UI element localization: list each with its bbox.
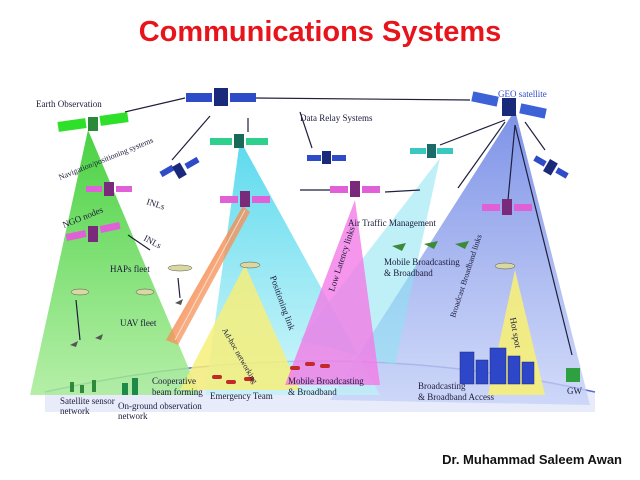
beam-ray: [174, 209, 246, 341]
gw-station: [566, 368, 580, 382]
green-beam: [30, 130, 200, 395]
label-on-ground-2: network: [118, 411, 148, 421]
relay-satellite-green: [210, 134, 268, 148]
label-satellite-sensor-2: network: [60, 406, 90, 416]
label-inls-2: INLs: [142, 233, 163, 251]
aircraft-group: [392, 241, 469, 251]
satellite-sensor-network: [70, 380, 96, 393]
label-broadcasting-access-1: Broadcasting: [418, 381, 466, 391]
slide-title: Communications Systems: [138, 16, 502, 48]
on-ground-observation: [122, 378, 138, 395]
label-air-traffic: Air Traffic Management: [348, 218, 436, 228]
label-broadcasting-access-2: & Broadband Access: [418, 392, 494, 402]
label-inls-1: INLs: [145, 196, 166, 211]
label-earth-observation: Earth Observation: [36, 99, 102, 109]
uav-group: [70, 261, 516, 296]
geo-satellite: [471, 91, 547, 119]
label-haps-fleet: HAPs fleet: [110, 264, 150, 274]
relay-satellite-far-right: [533, 155, 569, 179]
relay-satellite-right: [410, 144, 453, 158]
label-emergency-team: Emergency Team: [210, 391, 273, 401]
label-on-ground-1: On-ground observation: [118, 401, 202, 411]
label-mobile-bb-bottom-2: & Broadband: [288, 387, 337, 397]
cars: [212, 362, 330, 384]
relay-satellite-center: [307, 151, 346, 164]
label-uav-fleet: UAV fleet: [120, 318, 157, 328]
label-cooperative-2: beam forming: [152, 387, 203, 397]
ngo-node-satellite: [65, 221, 121, 242]
magenta-beam: [285, 200, 380, 385]
label-satellite-sensor-1: Satellite sensor: [60, 396, 115, 406]
air-traffic-satellite: [330, 181, 380, 197]
broadcast-satellite: [482, 199, 532, 215]
label-geo-satellite: GEO satellite: [498, 89, 547, 99]
label-mobile-bb-top-1: Mobile Broadcasting: [384, 257, 460, 267]
label-mobile-bb-top-2: & Broadband: [384, 268, 433, 278]
inl-satellite: [220, 191, 270, 207]
label-mobile-bb-bottom-1: Mobile Broadcasting: [288, 376, 364, 386]
author-credit: Dr. Muhammad Saleem Awan: [442, 452, 622, 467]
label-data-relay: Data Relay Systems: [300, 113, 373, 123]
link-arrows: [75, 97, 573, 356]
label-cooperative-1: Cooperative: [152, 376, 196, 386]
data-relay-satellite-top: [186, 88, 256, 106]
label-gw: GW: [567, 386, 582, 396]
navigation-satellite: [86, 182, 132, 196]
buildings: [459, 347, 535, 385]
uav-fleet-drones: [70, 299, 183, 347]
relay-satellite-left: [159, 156, 200, 180]
yellow-beam: [180, 265, 300, 390]
earth-observation-satellite: [57, 112, 129, 132]
